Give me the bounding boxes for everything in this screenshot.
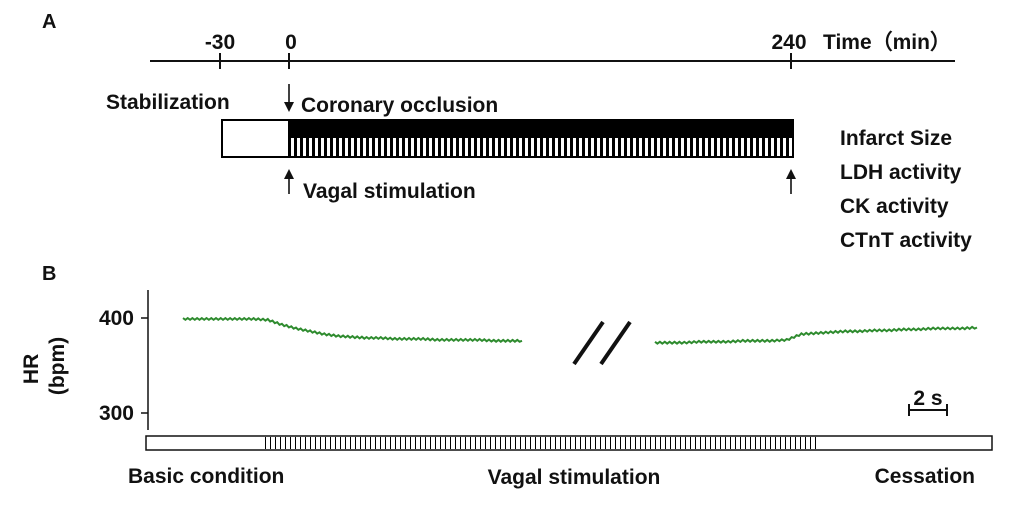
panel-b-letter: B xyxy=(42,263,56,285)
scale-bar-label: 2 s xyxy=(913,387,942,410)
y-axis-label: HR (bpm) xyxy=(20,337,69,395)
measurement-list: Infarct Size LDH activity CK activity CT… xyxy=(840,127,972,252)
measurement-item: Infarct Size xyxy=(840,127,952,150)
vagal-stimulation-bar xyxy=(288,136,794,158)
stabilization-label: Stabilization xyxy=(106,91,230,114)
vagal-end-arrow-icon xyxy=(786,169,796,179)
hr-trace-after-break xyxy=(654,325,978,345)
vagal-stimulation-segment xyxy=(263,437,819,449)
measurement-item: CTnT activity xyxy=(840,229,972,252)
occlusion-label: Coronary occlusion xyxy=(301,94,498,117)
break-marker-line-1 xyxy=(572,320,605,366)
panel-a: A -30 0 240 Time（min） Stabilization Coro… xyxy=(42,11,972,252)
occlusion-bar xyxy=(288,119,794,138)
timeline-tick-label-0: 0 xyxy=(285,31,297,54)
break-marker-line-2 xyxy=(599,320,632,366)
vagal-start-arrow-icon xyxy=(284,169,294,179)
basic-condition-label: Basic condition xyxy=(128,465,284,488)
measurement-item: CK activity xyxy=(840,195,949,218)
y-tick-label-300: 300 xyxy=(99,402,134,425)
timeline-tick-label-minus30: -30 xyxy=(205,31,235,54)
panel-a-letter: A xyxy=(42,11,56,33)
cessation-label: Cessation xyxy=(875,465,975,488)
y-tick-label-400: 400 xyxy=(99,307,134,330)
panel-b: B HR (bpm) 400 300 2 s Basic condition xyxy=(20,263,993,489)
vagal-stimulation-label-b: Vagal stimulation xyxy=(488,466,661,489)
timeline-tick-label-240: 240 xyxy=(771,31,806,54)
measurement-item: LDH activity xyxy=(840,161,962,184)
hr-trace-before-break xyxy=(182,316,523,343)
stabilization-bar xyxy=(221,119,290,158)
vagal-stimulation-label-a: Vagal stimulation xyxy=(303,180,476,203)
timeline-unit-label: Time（min） xyxy=(823,30,951,54)
occlusion-arrow-icon xyxy=(284,102,294,112)
